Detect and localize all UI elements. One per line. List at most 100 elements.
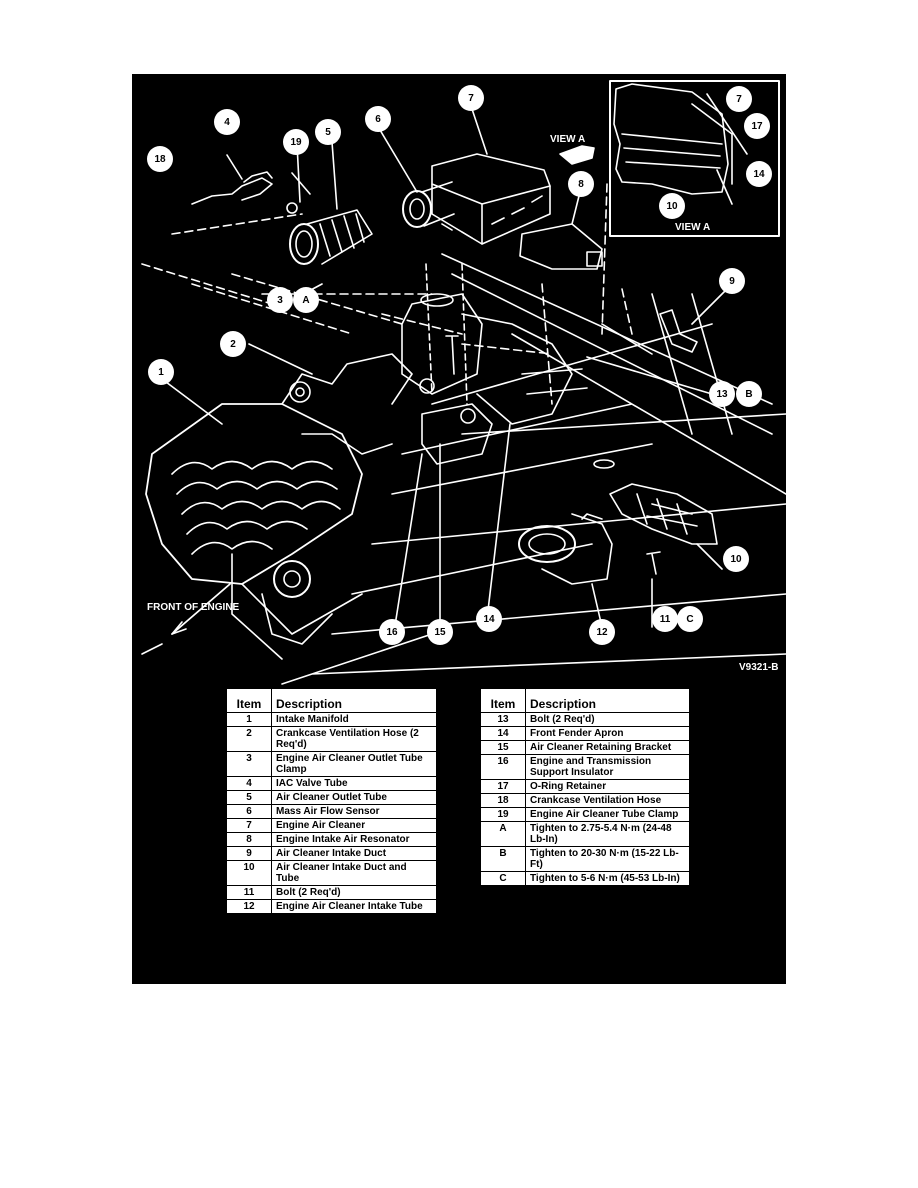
item-number: B (480, 846, 526, 872)
callout-8: 8 (568, 171, 594, 197)
callout-14: 14 (476, 606, 502, 632)
item-number: 14 (480, 726, 526, 741)
callout-6: 6 (365, 106, 391, 132)
item-description: O-Ring Retainer (525, 779, 690, 794)
item-description: Tighten to 2.75-5.4 N·m (24-48 Lb-In) (525, 821, 690, 847)
item-number: 16 (480, 754, 526, 780)
callout-4: 4 (214, 109, 240, 135)
item-number: 8 (226, 832, 272, 847)
item-number: 9 (226, 846, 272, 861)
item-number: 4 (226, 776, 272, 791)
item-description: Crankcase Ventilation Hose (525, 793, 690, 808)
item-number: 18 (480, 793, 526, 808)
header-item: Item (226, 688, 272, 713)
inset-callout-10: 10 (659, 193, 685, 219)
callout-5: 5 (315, 119, 341, 145)
item-number: 7 (226, 818, 272, 833)
inset-callout-7: 7 (726, 86, 752, 112)
callout-13: 13 (709, 381, 735, 407)
callout-b: B (736, 381, 762, 407)
callout-9: 9 (719, 268, 745, 294)
figure-code: V9321-B (739, 662, 779, 673)
item-number: 2 (226, 726, 272, 752)
inset-callout-14: 14 (746, 161, 772, 187)
header-description: Description (525, 688, 690, 713)
item-description: Intake Manifold (271, 712, 437, 727)
item-description: Bolt (2 Req'd) (525, 712, 690, 727)
callout-7: 7 (458, 85, 484, 111)
callout-10: 10 (723, 546, 749, 572)
item-number: 17 (480, 779, 526, 794)
legend-header: Item Description (226, 688, 437, 713)
item-description: Bolt (2 Req'd) (271, 885, 437, 900)
item-description: Engine Air Cleaner Intake Tube (271, 899, 437, 914)
item-description: Engine Air Cleaner Tube Clamp (525, 807, 690, 822)
front-of-engine-label: FRONT OF ENGINE (147, 602, 240, 613)
callout-19: 19 (283, 129, 309, 155)
item-description: Front Fender Apron (525, 726, 690, 741)
callout-2: 2 (220, 331, 246, 357)
item-number: A (480, 821, 526, 847)
item-description: Tighten to 20-30 N·m (15-22 Lb-Ft) (525, 846, 690, 872)
callout-15: 15 (427, 619, 453, 645)
header-description: Description (271, 688, 437, 713)
item-description: Tighten to 5-6 N·m (45-53 Lb-In) (525, 871, 690, 886)
view-a-label: VIEW A (550, 134, 586, 145)
callout-18: 18 (147, 146, 173, 172)
callout-a: A (293, 287, 319, 313)
legend-header: Item Description (480, 688, 690, 713)
item-description: Air Cleaner Intake Duct and Tube (271, 860, 437, 886)
item-description: Engine Intake Air Resonator (271, 832, 437, 847)
item-number: 19 (480, 807, 526, 822)
callout-12: 12 (589, 619, 615, 645)
item-number: 15 (480, 740, 526, 755)
inset-frame (609, 80, 780, 237)
item-number: 1 (226, 712, 272, 727)
item-description: IAC Valve Tube (271, 776, 437, 791)
inset-callout-17: 17 (744, 113, 770, 139)
item-number: 11 (226, 885, 272, 900)
inset-view-label: VIEW A (675, 222, 711, 233)
item-description: Engine Air Cleaner Outlet Tube Clamp (271, 751, 437, 777)
engine-diagram: 1 2 3 A 4 5 6 7 8 9 13 B 10 11 C 12 14 1… (132, 74, 786, 984)
item-description: Air Cleaner Retaining Bracket (525, 740, 690, 755)
item-number: C (480, 871, 526, 886)
item-number: 3 (226, 751, 272, 777)
callout-c: C (677, 606, 703, 632)
item-description: Crankcase Ventilation Hose (2 Req'd) (271, 726, 437, 752)
callout-3: 3 (267, 287, 293, 313)
header-item: Item (480, 688, 526, 713)
item-number: 5 (226, 790, 272, 805)
item-number: 12 (226, 899, 272, 914)
item-description: Engine and Transmission Support Insulato… (525, 754, 690, 780)
callout-11: 11 (652, 606, 678, 632)
item-description: Mass Air Flow Sensor (271, 804, 437, 819)
item-number: 13 (480, 712, 526, 727)
item-number: 6 (226, 804, 272, 819)
callout-1: 1 (148, 359, 174, 385)
item-number: 10 (226, 860, 272, 886)
